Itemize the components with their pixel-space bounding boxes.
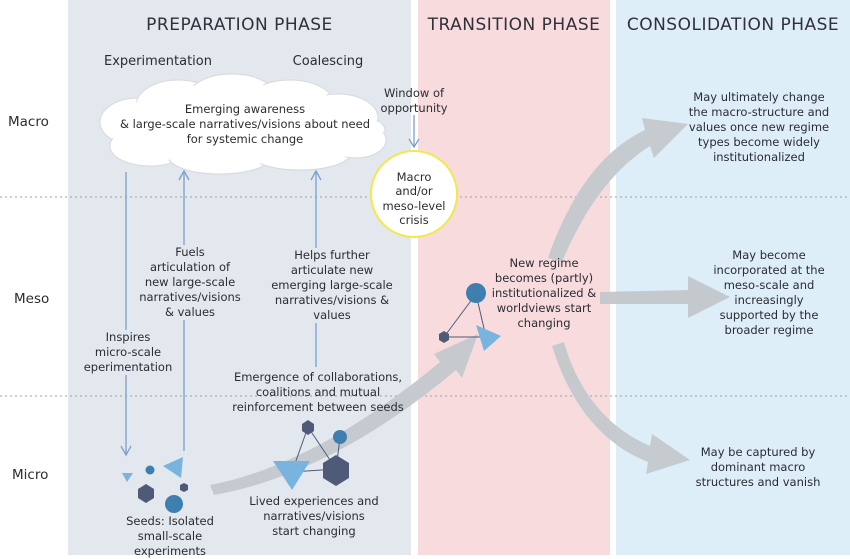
seed-small-circle bbox=[145, 465, 155, 475]
regime-to-meso-arrow bbox=[600, 276, 730, 318]
coalition-network bbox=[273, 420, 349, 490]
seed-shapes bbox=[122, 457, 188, 513]
network-triangle bbox=[273, 461, 310, 490]
regime-hexagon bbox=[439, 331, 449, 343]
network-hexagon bbox=[302, 420, 314, 435]
transition-phase-title: TRANSITION PHASE bbox=[427, 15, 601, 35]
network-circle bbox=[333, 430, 347, 444]
network-large-hexagon bbox=[323, 455, 349, 486]
regime-circle bbox=[466, 283, 486, 303]
consolidation-phase-title: CONSOLIDATION PHASE bbox=[626, 15, 840, 35]
seed-triangle bbox=[163, 457, 183, 478]
cloud-text: Emerging awareness & large-scale narrati… bbox=[119, 102, 371, 146]
macro-outcome-label: May ultimately change the macro-structur… bbox=[688, 90, 830, 164]
seed-to-regime-arrow bbox=[210, 334, 478, 495]
transition-phase-panel bbox=[418, 0, 610, 555]
meso-outcome-label: May become incorporated at the meso-scal… bbox=[713, 248, 825, 337]
inspires-label: Inspires micro-scale eperimentation bbox=[82, 330, 174, 375]
new-regime-label: New regime becomes (partly) institutiona… bbox=[491, 256, 597, 330]
seed-circle bbox=[165, 495, 183, 513]
regime-to-micro-arrow bbox=[552, 342, 690, 474]
seed-tiny-hexagon bbox=[180, 483, 188, 492]
crisis-label: Macro and/or meso-level crisis bbox=[382, 170, 446, 228]
regime-to-macro-arrow bbox=[548, 118, 688, 262]
gray-flow-arrows bbox=[210, 118, 730, 495]
crisis-circle bbox=[370, 150, 458, 238]
regime-triangle bbox=[476, 325, 501, 351]
helps-label: Helps further articulate new emerging la… bbox=[262, 248, 402, 323]
micro-level-label: Micro bbox=[12, 467, 49, 483]
emergence-label: Emergence of collaborations, coalitions … bbox=[232, 370, 404, 414]
micro-outcome-label: May be captured by dominant macro struct… bbox=[695, 445, 821, 489]
coalescing-label: Coalescing bbox=[292, 54, 364, 69]
macro-level-label: Macro bbox=[8, 114, 49, 130]
seeds-label: Seeds: Isolated small-scale experiments bbox=[126, 514, 214, 558]
window-of-opportunity-label: Window of opportunity bbox=[380, 86, 448, 115]
regime-network bbox=[439, 283, 501, 351]
fuels-label: Fuels articulation of new large-scale na… bbox=[130, 245, 250, 320]
preparation-phase-title: PREPARATION PHASE bbox=[146, 15, 333, 35]
seed-hexagon bbox=[138, 484, 154, 503]
lived-experiences-label: Lived experiences and narratives/visions… bbox=[249, 494, 379, 538]
experimentation-label: Experimentation bbox=[104, 54, 212, 69]
seed-small-triangle bbox=[122, 473, 133, 482]
meso-level-label: Meso bbox=[14, 291, 50, 307]
